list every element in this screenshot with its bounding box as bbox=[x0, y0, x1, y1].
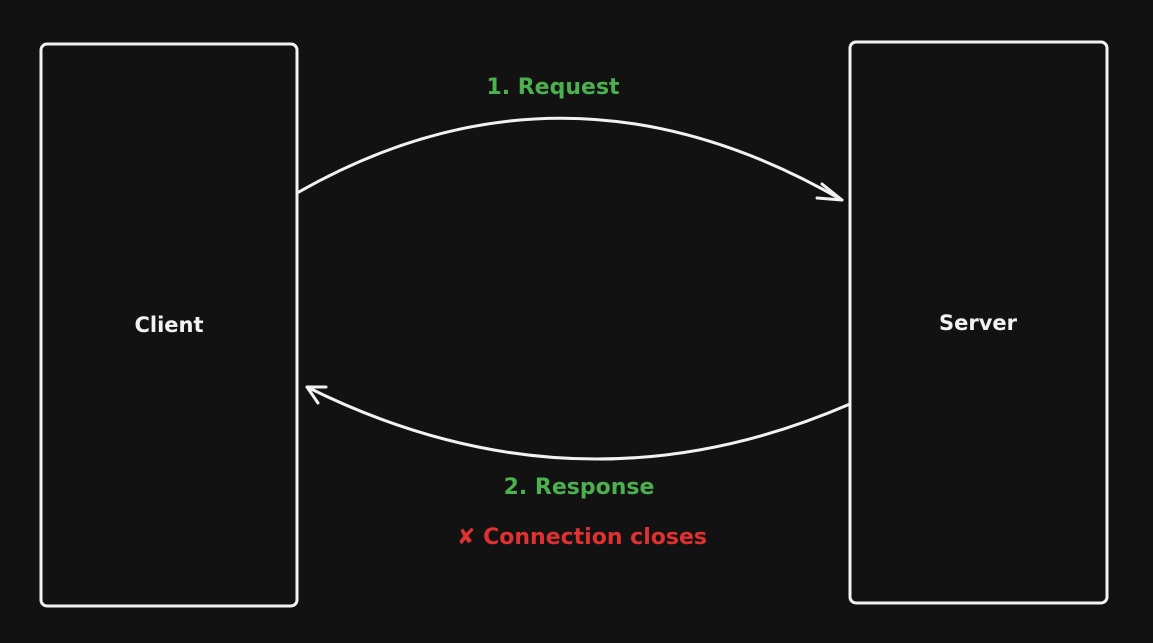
connection-closes-annotation: ✘ Connection closes bbox=[457, 525, 707, 550]
request-label: 1. Request bbox=[486, 75, 620, 100]
client-node[interactable]: Client bbox=[39, 42, 299, 608]
connection-closes-label: ✘ Connection closes bbox=[457, 525, 707, 550]
response-arrow-line[interactable] bbox=[305, 385, 852, 461]
server-box[interactable] bbox=[848, 40, 1109, 605]
request-arrowhead-icon bbox=[815, 182, 844, 202]
response-edge[interactable]: 2. Response bbox=[305, 385, 852, 500]
server-node[interactable]: Server bbox=[848, 40, 1109, 605]
request-edge[interactable]: 1. Request bbox=[295, 75, 844, 202]
request-arrow-line[interactable] bbox=[295, 116, 844, 202]
client-box[interactable] bbox=[39, 42, 299, 608]
server-label: Server bbox=[939, 311, 1018, 335]
client-label: Client bbox=[134, 313, 203, 337]
response-label: 2. Response bbox=[504, 475, 655, 500]
response-arrowhead-icon bbox=[305, 385, 328, 405]
